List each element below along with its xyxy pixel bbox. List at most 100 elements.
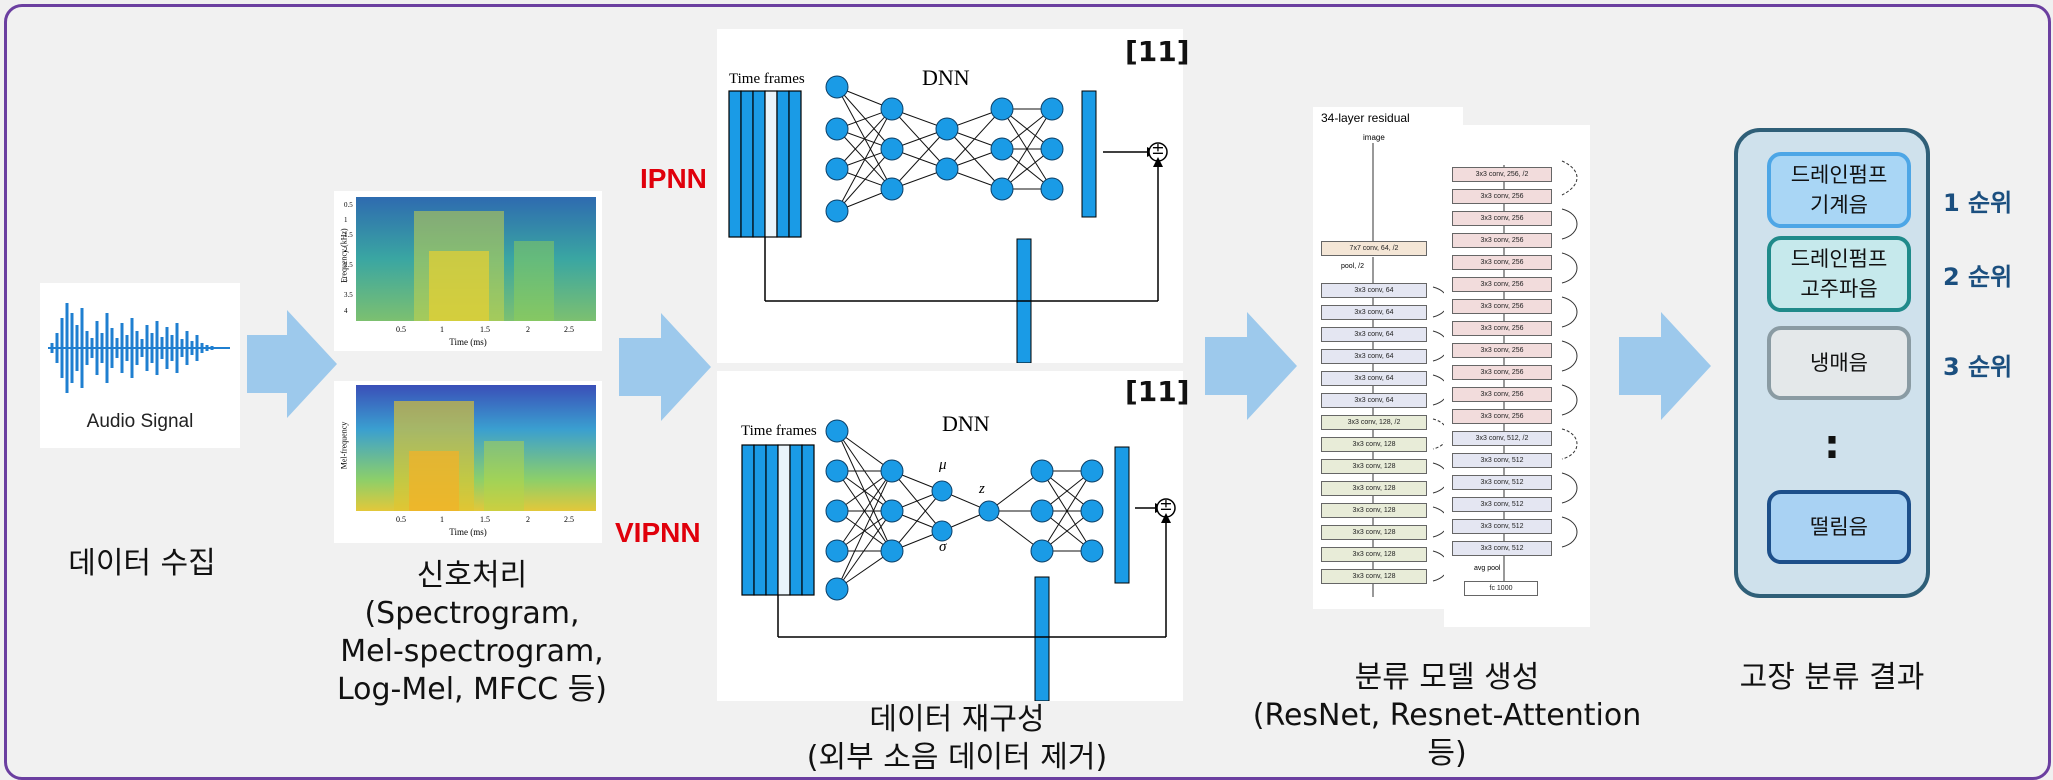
resnet-layer: 3x3 conv, 128 <box>1321 437 1427 452</box>
resnet-layer: 3x3 conv, 256 <box>1452 189 1552 204</box>
result-item-line: 기계음 <box>1810 193 1868 217</box>
vipnn-mu-label: μ <box>939 457 947 473</box>
rank-label-3: 3 순위 <box>1943 353 2013 381</box>
vipnn-dnn-title: DNN <box>942 411 990 436</box>
spec1-ytick: 0.5 <box>344 201 353 209</box>
data-collection-label: 데이터 수집 <box>68 546 216 581</box>
result-item-line: 떨림음 <box>1810 515 1868 539</box>
resnet-layer: 3x3 conv, 256 <box>1452 299 1552 314</box>
spec1-xtick: 1 <box>440 325 444 334</box>
vipnn-reference: [11] <box>1125 375 1190 408</box>
signal-processing-line: Mel-spectrogram, <box>340 634 604 669</box>
model-build-label: 분류 모델 생성 (ResNet, Resnet-Attention 등) <box>1247 659 1647 773</box>
result-item-1: 드레인펌프 기계음 <box>1767 152 1911 228</box>
resnet-layer: 3x3 conv, 256 <box>1452 255 1552 270</box>
resnet-layer: 3x3 conv, 128 <box>1321 569 1427 584</box>
resnet-layer: 3x3 conv, 512, /2 <box>1452 431 1552 446</box>
flow-arrow-1 <box>247 310 337 418</box>
vipnn-network-graphic <box>741 419 1176 702</box>
spec2-xtick: 0.5 <box>396 515 406 524</box>
spec1-ytick: 2.5 <box>344 261 353 269</box>
resnet-pool-label: pool, /2 <box>1341 263 1364 270</box>
resnet-panel-right: 3x3 conv, 256, /2 3x3 conv, 256 3x3 conv… <box>1444 125 1590 627</box>
spectrogram-xlabel: Time (ms) <box>449 337 487 347</box>
vipnn-time-frames-label: Time frames <box>741 423 817 439</box>
mel-spectrogram-panel: Time (ms) Mel-frequency 0.5 1 1.5 2 2.5 <box>334 381 602 543</box>
data-reconstruct-line: (외부 소음 데이터 제거) <box>806 740 1108 775</box>
spec1-xtick: 0.5 <box>396 325 406 334</box>
fault-result-label: 고장 분류 결과 <box>1739 660 1925 695</box>
flow-arrow-4 <box>1619 312 1711 420</box>
rank-label-1: 1 순위 <box>1943 189 2013 217</box>
spec2-xtick: 2 <box>526 515 530 524</box>
ipnn-dnn-title: DNN <box>922 65 970 90</box>
vipnn-op-symbol: ± <box>1159 495 1173 514</box>
ipnn-time-frames-label: Time frames <box>729 71 805 87</box>
resnet-layer: 3x3 conv, 256 <box>1452 321 1552 336</box>
resnet-layer: 3x3 conv, 256 <box>1452 365 1552 380</box>
signal-processing-label: 신호처리 (Spectrogram, Mel-spectrogram, Log-… <box>297 557 647 709</box>
resnet-layer: 3x3 conv, 256 <box>1452 387 1552 402</box>
spec1-ytick: 4 <box>344 307 348 315</box>
model-build-line: 분류 모델 생성 <box>1354 660 1540 695</box>
spec1-xtick: 2 <box>526 325 530 334</box>
resnet-layer: 3x3 conv, 128 <box>1321 547 1427 562</box>
resnet-layer: 3x3 conv, 64 <box>1321 283 1427 298</box>
resnet-layer: 3x3 conv, 64 <box>1321 393 1427 408</box>
resnet-title: 34-layer residual <box>1321 111 1410 125</box>
spec2-xtick: 1 <box>440 515 444 524</box>
resnet-layer: 3x3 conv, 256 <box>1452 343 1552 358</box>
result-item-4: 떨림음 <box>1767 490 1911 564</box>
ipnn-op-symbol: ± <box>1151 139 1165 158</box>
result-item-line: 고주파음 <box>1800 277 1878 301</box>
resnet-layer: 3x3 conv, 512 <box>1452 541 1552 556</box>
vipnn-sigma-label: σ <box>939 539 947 555</box>
model-build-line: 등) <box>1427 736 1467 771</box>
result-ellipsis: : <box>1824 422 1840 468</box>
data-reconstruct-line: 데이터 재구성 <box>869 702 1045 737</box>
resnet-layer: 3x3 conv, 64 <box>1321 371 1427 386</box>
resnet-avg-pool-label: avg pool <box>1474 565 1501 572</box>
audio-signal-panel: Audio Signal <box>40 283 240 448</box>
resnet-layer: 3x3 conv, 512 <box>1452 453 1552 468</box>
flow-arrow-3 <box>1205 312 1297 420</box>
flow-arrow-2 <box>619 313 711 421</box>
spec2-xtick: 1.5 <box>480 515 490 524</box>
diagram-frame: Audio Signal 데이터 수집 Time (ms) Frequency … <box>4 4 2051 780</box>
resnet-layer: 3x3 conv, 128 <box>1321 459 1427 474</box>
vipnn-z-label: z <box>979 481 985 497</box>
resnet-layer: 3x3 conv, 64 <box>1321 349 1427 364</box>
spec1-ytick: 3.5 <box>344 291 353 299</box>
mel-spectrogram-ylabel: Mel-frequency <box>339 421 349 470</box>
result-container: 드레인펌프 기계음 드레인펌프 고주파음 냉매음 : 떨림음 <box>1734 128 1930 598</box>
spec2-xtick: 2.5 <box>564 515 574 524</box>
waveform-graphic <box>48 303 230 393</box>
resnet-fc-layer: fc 1000 <box>1464 581 1538 596</box>
ipnn-reference: [11] <box>1125 35 1190 68</box>
resnet-layer: 3x3 conv, 512 <box>1452 497 1552 512</box>
ipnn-network-panel: [11] DNN Time frames <box>717 29 1190 364</box>
spec1-xtick: 1.5 <box>480 325 490 334</box>
resnet-layer: 3x3 conv, 256 <box>1452 277 1552 292</box>
resnet-layer: 3x3 conv, 64 <box>1321 327 1427 342</box>
resnet-layer: 3x3 conv, 128, /2 <box>1321 415 1427 430</box>
signal-processing-line: 신호처리 <box>416 558 528 593</box>
mel-spectrogram-chart <box>356 385 596 511</box>
ipnn-network-graphic <box>728 75 1168 364</box>
spectrogram-panel: Time (ms) Frequency (kHz) 0.5 1 1.5 2 2.… <box>334 191 602 351</box>
spec1-xtick: 2.5 <box>564 325 574 334</box>
rank-label-2: 2 순위 <box>1943 263 2013 291</box>
resnet-layer: 7x7 conv, 64, /2 <box>1321 241 1427 256</box>
result-item-3: 냉매음 <box>1767 326 1911 400</box>
mel-spectrogram-xlabel: Time (ms) <box>449 527 487 537</box>
result-item-line: 드레인펌프 <box>1790 247 1888 271</box>
spectrogram-chart <box>356 197 596 321</box>
result-item-line: 드레인펌프 <box>1790 163 1888 187</box>
result-item-line: 냉매음 <box>1810 351 1868 375</box>
resnet-panel-left: 34-layer residual image 7x7 conv, 64, /2… <box>1313 107 1463 609</box>
resnet-layer: 3x3 conv, 128 <box>1321 481 1427 496</box>
spec1-ytick: 2 <box>344 246 348 254</box>
resnet-layer: 3x3 conv, 128 <box>1321 525 1427 540</box>
resnet-layer: 3x3 conv, 256, /2 <box>1452 167 1552 182</box>
data-reconstruct-label: 데이터 재구성 (외부 소음 데이터 제거) <box>737 701 1177 777</box>
